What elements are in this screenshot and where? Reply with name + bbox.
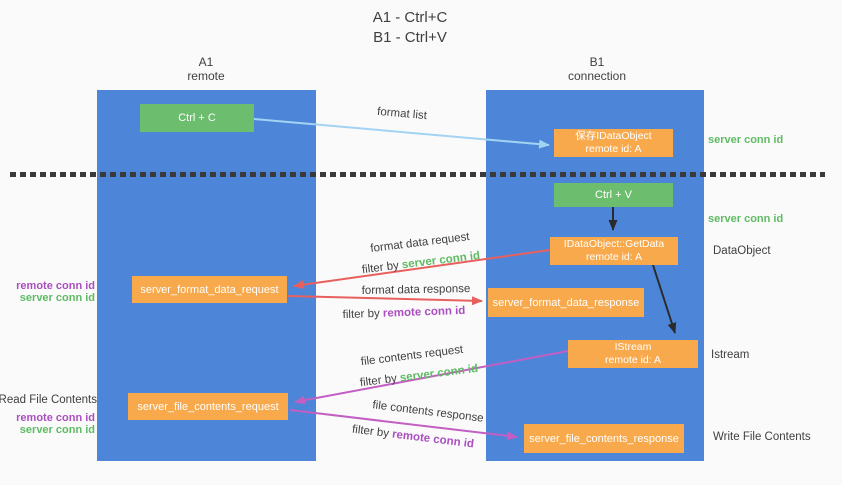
server-conn-id-annotation-2: server conn id <box>708 213 784 225</box>
server-format-data-response-box: server_format_data_response <box>488 288 644 317</box>
lifeline-b1-header: B1 connection <box>537 55 657 83</box>
remote-conn-id-annotation-2: remote conn id <box>16 412 95 424</box>
lifeline-b1-name: B1 <box>589 55 605 69</box>
server-file-contents-response-box: server_file_contents_response <box>524 424 684 453</box>
read-file-contents-annotation: Read File Contents <box>0 394 97 406</box>
lifeline-a1-role: remote <box>187 69 225 83</box>
filter-by-text: filter by <box>359 372 401 390</box>
server-file-contents-request-box: server_file_contents_request <box>128 393 288 420</box>
lifeline-a1-name: A1 <box>198 55 214 69</box>
lifeline-b1-role: connection <box>567 69 627 83</box>
remote-conn-id-key: remote conn id <box>382 304 466 320</box>
diagram-title: A1 - Ctrl+C B1 - Ctrl+V <box>310 8 510 48</box>
diagram-title-line1: A1 - Ctrl+C <box>372 9 448 26</box>
server-conn-id-key: server conn id <box>401 249 481 272</box>
format-list-label: format list <box>376 105 428 123</box>
server-format-data-response-label: server_format_data_response <box>492 296 640 309</box>
server-format-data-request-box: server_format_data_request <box>132 276 287 303</box>
ctrl-v-event-box: Ctrl + V <box>554 183 673 207</box>
format-data-response-arrow <box>287 295 483 306</box>
filter-by-text: filter by <box>361 259 403 277</box>
lifeline-a1-header: A1 remote <box>146 55 266 83</box>
filter-by-text: filter by <box>342 307 384 322</box>
getdata-line1: IDataObject::GetData <box>563 238 665 250</box>
file-contents-response-filter-label: filter by remote conn id <box>351 424 474 451</box>
format-data-request-label: format data request <box>369 230 471 256</box>
session-divider-line <box>10 172 825 177</box>
server-format-data-request-label: server_format_data_request <box>140 283 279 296</box>
idataobject-getdata-box: IDataObject::GetData remote id: A <box>550 237 678 265</box>
write-file-contents-annotation: Write File Contents <box>713 431 811 443</box>
format-data-response-filter-label: filter by remote conn id <box>342 305 465 321</box>
istream-line1: IStream <box>614 341 652 353</box>
istream-annotation: Istream <box>711 349 750 361</box>
getdata-line2: remote id: A <box>585 251 643 263</box>
remote-conn-id-annotation-1: remote conn id <box>16 280 95 292</box>
file-contents-response-label: file contents response <box>371 399 485 425</box>
server-file-contents-response-label: server_file_contents_response <box>529 432 679 445</box>
server-conn-id-key: server conn id <box>399 362 479 385</box>
dataobject-annotation: DataObject <box>713 245 771 257</box>
diagram-title-line2: B1 - Ctrl+V <box>373 29 447 46</box>
file-contents-request-label: file contents request <box>360 343 464 369</box>
remote-conn-id-key: remote conn id <box>391 428 475 451</box>
ctrl-v-label: Ctrl + V <box>595 189 632 201</box>
save-idataobject-line1: 保存IDataObject <box>575 130 652 142</box>
server-conn-id-annotation-1: server conn id <box>708 134 784 146</box>
filter-by-text: filter by <box>351 423 393 441</box>
format-data-response-label: format data response <box>361 283 471 297</box>
ctrl-c-label: Ctrl + C <box>178 112 216 124</box>
istream-box: IStream remote id: A <box>568 340 698 368</box>
save-idataobject-line2: remote id: A <box>585 143 642 155</box>
server-conn-id-annotation-3: server conn id <box>19 292 95 304</box>
file-contents-request-filter-label: filter by server conn id <box>359 363 478 389</box>
save-idataobject-box: 保存IDataObject remote id: A <box>554 129 673 157</box>
ctrl-c-event-box: Ctrl + C <box>140 104 254 132</box>
server-file-contents-request-label: server_file_contents_request <box>137 400 279 413</box>
server-conn-id-annotation-4: server conn id <box>19 424 95 436</box>
istream-line2: remote id: A <box>604 354 662 366</box>
